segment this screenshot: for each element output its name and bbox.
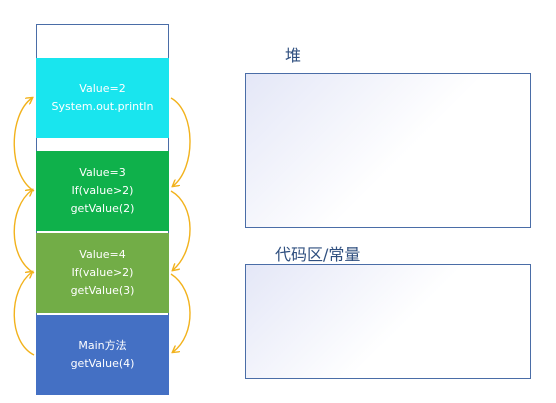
frame-3-line-2: If(value>2) (71, 266, 134, 279)
return-arrow-4-to-main (170, 273, 191, 352)
call-arrow-3-to-2 (13, 98, 35, 192)
frame-3-line-3: getValue(3) (70, 284, 135, 297)
frame-2-line-2: If(value>2) (71, 184, 134, 197)
frame-2-line-1: Value=3 (79, 166, 126, 179)
frame-2-line-3: getValue(2) (70, 202, 135, 215)
heap-area (245, 73, 531, 228)
frame-main-line-2: getValue(4) (70, 357, 135, 370)
call-arrow-4-to-3 (13, 190, 35, 274)
stack-frame-1: Value=2 System.out.println (36, 58, 169, 138)
heap-label: 堆 (285, 46, 302, 65)
return-arrow-2-to-3 (170, 97, 191, 186)
stack-frame-2: Value=3 If(value>2) getValue(2) (36, 151, 169, 231)
return-arrow-3-to-4 (170, 190, 191, 270)
call-arrow-main-to-4 (13, 272, 35, 356)
stack-frame-main: Main方法 getValue(4) (36, 315, 169, 395)
frame-main-line-1: Main方法 (78, 339, 127, 352)
frame-3-line-1: Value=4 (79, 248, 126, 261)
frame-1-line-1: Value=2 (79, 82, 126, 95)
code-area (245, 264, 531, 379)
stack-frame-3: Value=4 If(value>2) getValue(3) (36, 233, 169, 313)
frame-1-line-2: System.out.println (51, 100, 154, 113)
code-area-label: 代码区/常量 (275, 245, 361, 264)
